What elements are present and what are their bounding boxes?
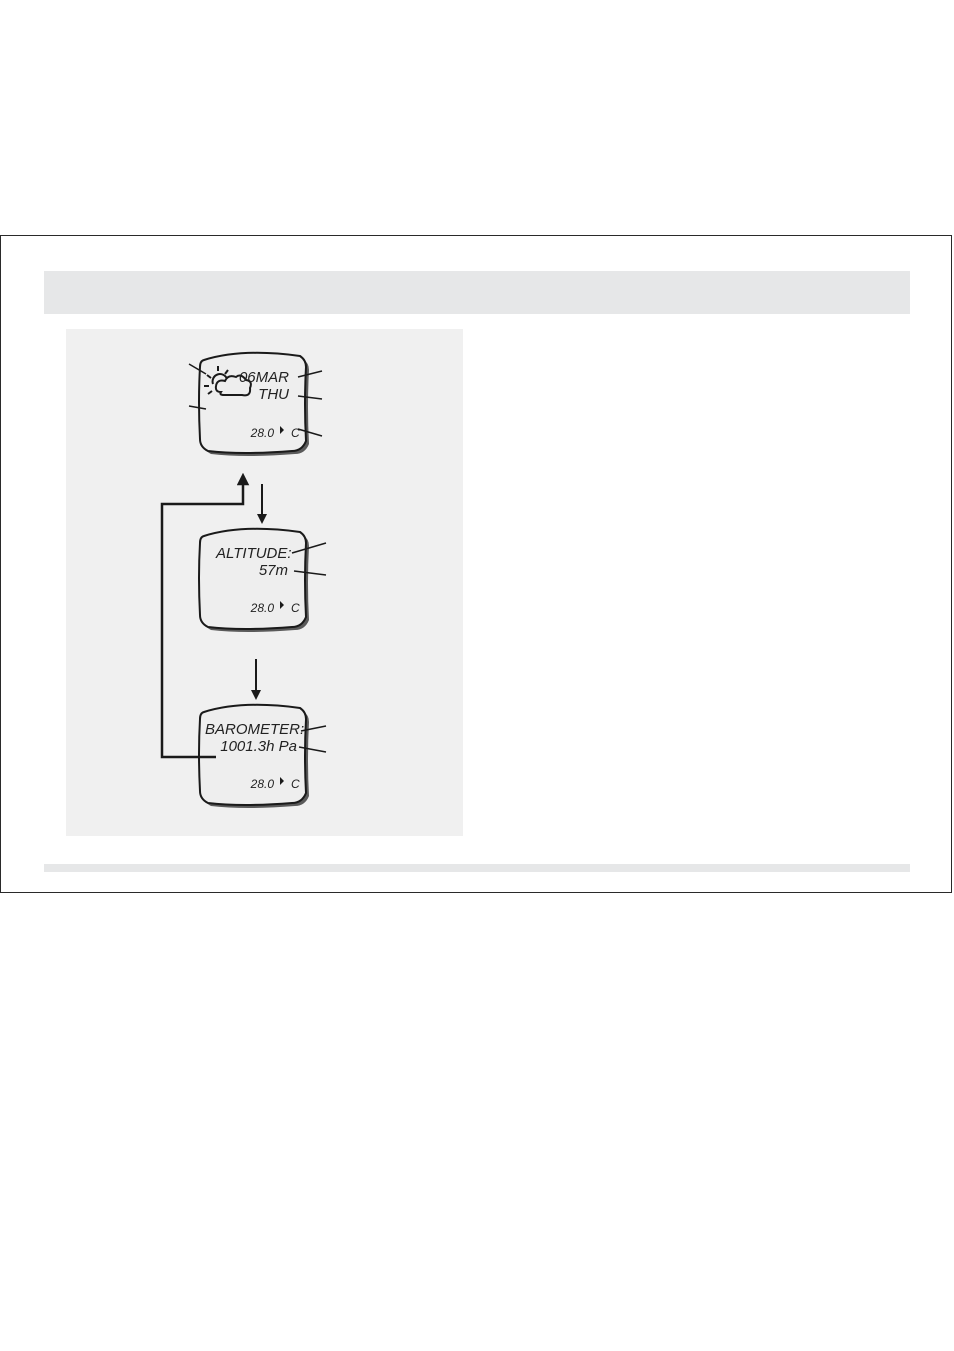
temperature-unit: C [291,426,300,440]
altitude-label: ALTITUDE: [215,545,292,562]
callout-lines [291,542,327,576]
temperature-unit: C [291,777,300,791]
date-text: 06MAR [239,369,289,386]
return-arrow-icon [160,472,250,759]
lcd-screen [198,703,308,806]
sun-cloud-icon [204,366,252,397]
day-text: THU [258,386,289,403]
degree-marker-icon [280,426,284,434]
altitude-screen: ALTITUDE: 57m 28.0 C [198,527,327,632]
temperature-value: 28.0 [250,777,275,791]
mode-cycle-diagram: 06MAR THU 28.0 C ALTITUDE: 57m [160,351,327,808]
header-bar [44,271,910,314]
footer-bar [44,864,910,872]
temperature-value: 28.0 [250,426,275,440]
barometer-screen: BAROMETER: 1001.3h Pa 28.0 C [198,703,327,808]
callout-lines [298,725,327,753]
altitude-value: 57m [259,562,288,579]
lcd-screen [198,527,308,630]
callout-lines [188,363,323,437]
diagram-panel: 06MAR THU 28.0 C ALTITUDE: 57m [66,329,463,836]
degree-marker-icon [280,601,284,609]
figure-frame: 06MAR THU 28.0 C ALTITUDE: 57m [0,235,952,893]
flow-arrows [160,472,267,759]
barometer-value: 1001.3h Pa [220,738,297,755]
barometer-label: BAROMETER: [205,721,304,738]
degree-marker-icon [280,777,284,785]
temperature-unit: C [291,601,300,615]
date-screen: 06MAR THU 28.0 C [188,351,323,456]
temperature-value: 28.0 [250,601,275,615]
